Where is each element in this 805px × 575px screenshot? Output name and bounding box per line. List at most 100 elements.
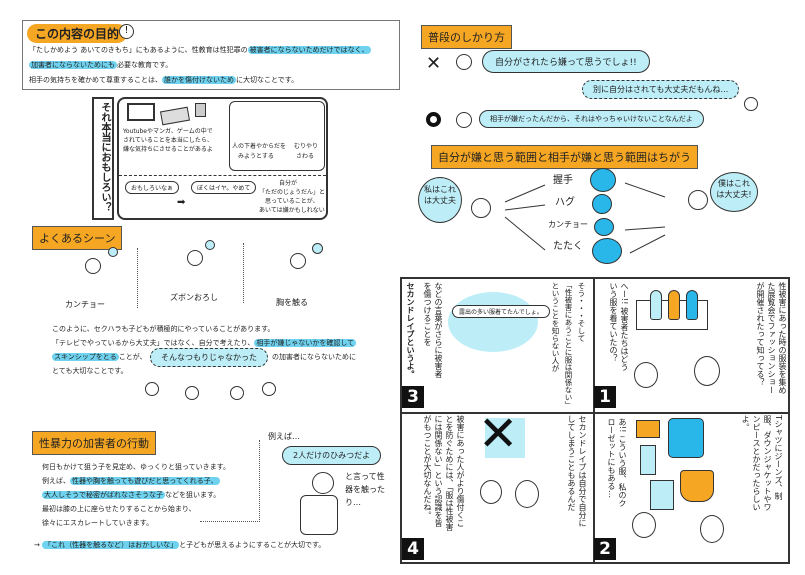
purpose-line3: 相手の気持ちを確かめて尊重することは、誰かを傷付けないために大切なことです。 <box>29 76 299 84</box>
arrow-right-icon: ➡ <box>177 197 186 208</box>
range-item-hit: たたく <box>553 241 583 252</box>
girl-figure <box>471 198 491 218</box>
offender-l4: 最初は膝の上に座らせたりすることから始まり、 <box>42 505 196 513</box>
manga-icon <box>159 106 191 126</box>
inset-text-block: Youtubeやマンガ、ゲームの中で されていることを本当にしたら、 嫌な気持ち… <box>123 127 225 154</box>
offender-l6: → 「これ（性器を触るなど）はおかしいな」と子どもが思えるようにすることが大切で… <box>34 541 326 549</box>
scene-label-2: ズボンおろし <box>170 293 218 302</box>
comic-divider-h <box>402 412 788 414</box>
dress-icon <box>650 290 662 320</box>
exclamation-bubble-icon: ! <box>119 24 134 39</box>
inset-bubble-1: おもしろいなぁ <box>125 181 180 194</box>
boy-figure <box>688 190 708 210</box>
girl-face <box>634 362 658 388</box>
inset-note-2: 「ただのじょうだん」と <box>259 189 326 196</box>
thought-bubble: そんなつもりじゃなかった <box>150 348 268 367</box>
girl-face <box>480 480 502 504</box>
purpose-line1: 「たしかめよう あいてのきもち」にもあるように、性教育は性犯罪の被害者にならない… <box>29 46 371 54</box>
dotted-divider <box>243 243 244 303</box>
chair-icon <box>300 495 338 535</box>
panel3-text-a: セカンドレイプというよ。 <box>406 282 415 378</box>
panel3-scene <box>448 292 538 352</box>
inset-text-1: Youtubeやマンガ、ゲームの中で <box>123 128 213 135</box>
example-label: 例えば… <box>268 432 300 441</box>
wrong-bubble: 自分がされたら嫌って思うでしょ!! <box>482 50 650 73</box>
game-icon <box>195 103 206 117</box>
woman-face <box>700 515 724 543</box>
panel3-text-d: 「性被害にあうことに服は関係ない」 <box>564 281 573 409</box>
scenes-para-4: とても大切なことです。 <box>52 367 128 375</box>
offender-title: 性暴力の加害者の行動 <box>32 431 156 455</box>
panel4-text-b: セカンドレイプは自分で自分にしてしまうこともあるんだ <box>567 415 587 527</box>
inset-scene-box: 人の下着やからだを みようとする むりやり さわる <box>229 101 325 171</box>
inset-note-3: 思っていることが、 <box>265 198 319 205</box>
secret-bubble: 2人だけのひみつだよ <box>282 446 382 465</box>
adult-figure <box>312 472 334 494</box>
exclaim-icon <box>108 247 118 257</box>
dress-icon <box>686 290 698 320</box>
hit-icon <box>592 238 622 264</box>
adult-face <box>456 112 472 128</box>
range-title: 自分が嫌と思う範囲と相手が嫌と思う範囲はちがう <box>431 145 698 169</box>
panel2-text-a: Tシャツにジーンズ、制服、ダウンジャケットやワンピースとかだったらしいよ。 <box>741 415 783 511</box>
child-figure <box>185 386 199 400</box>
inset-text-2: されていることを本当にしたら、 <box>123 137 213 144</box>
right-bubble: 相手が嫌だったんだから、それはやっちゃいけないことなんだよ <box>479 110 704 128</box>
panel1-text-a: 性被害にあった時の服装を集めた展覧会でファッションショーが開催されたって知ってる… <box>756 282 787 394</box>
onepiece-icon <box>680 470 714 502</box>
inset-scene1: 人の下着やからだを <box>232 143 287 150</box>
adult-face <box>456 54 472 70</box>
inset-note-1: 自分が <box>279 180 298 187</box>
panel3-text-e: ということを知らない人が <box>551 282 560 372</box>
comic-divider-v <box>593 279 595 562</box>
tshirt-icon <box>636 420 660 438</box>
scene-label-3: 胸を触る <box>276 298 308 307</box>
cross-icon: ✕ <box>478 406 519 462</box>
scene3-figure <box>290 253 306 269</box>
offender-l3: 大人しそうで秘密がばれなさそうな子などを狙います。 <box>42 491 221 499</box>
child-figure <box>262 382 276 396</box>
right-mark <box>426 112 441 127</box>
scene2-figure <box>187 250 203 266</box>
offender-l1: 何日もかけて狙う子を見定め、ゆっくりと狙っていきます。 <box>42 463 230 471</box>
scolding-title: 普段のしかり方 <box>421 25 512 49</box>
woman-face <box>515 480 539 508</box>
scenes-para-1: このように、セクハラも子どもが積極的にやっていることがあります。 <box>52 325 275 333</box>
inset-side-title-box: それ本当におもしろい？ <box>92 97 114 220</box>
jacket-icon <box>668 418 704 458</box>
wrong-mark: ✕ <box>426 53 442 74</box>
range-item-handshake: 握手 <box>553 175 573 186</box>
woman-face <box>694 356 720 386</box>
exclaim-icon <box>312 243 323 254</box>
hug-icon <box>592 194 612 214</box>
panel-number-3: 3 <box>402 386 424 408</box>
inset-text-3: 嫌な気持ちにさせることがあるよ <box>123 146 213 153</box>
panel-number-4: 4 <box>402 538 424 560</box>
panel4-text-a: 被害にあった人がより傷付くことを防ぐためには、「服は性被害には関係ない」という認… <box>423 415 465 531</box>
offender-l2: 例えば、性器や胸を触っても遊びだと思ってくれる子、 <box>42 477 220 485</box>
inset-scene2b: さわる <box>296 153 315 160</box>
scene1-figure <box>85 258 101 274</box>
child-thought: 別に自分はされても大丈夫だもんね… <box>582 80 740 99</box>
panel3-text-c: そう・・・そして <box>577 282 586 342</box>
panel1-text-b: へー!! 被害者たちはどういう服を着ていたの？ <box>609 282 629 371</box>
dashed-divider <box>119 175 326 176</box>
scenes-title: よくあるシーン <box>32 226 123 250</box>
comic-grid <box>400 277 790 564</box>
range-item-kancho: カンチョー <box>548 220 588 229</box>
child-figure <box>230 386 244 400</box>
scenes-para-3: スキンシップをとることが、 <box>52 353 147 361</box>
panel3-bubble: 露出の多い服着てたんでしょ。 <box>452 305 550 318</box>
dotted-divider <box>137 248 138 308</box>
purpose-line2: 加害者にならないためにも必要な教育です。 <box>29 61 173 69</box>
panel3-text-b: などの言葉がさらに被害者を傷つけることを <box>423 282 443 378</box>
purpose-box: この内容の目的 ! 「たしかめよう あいてのきもち」にもあるように、性教育は性犯… <box>22 20 400 90</box>
inset-panel: Youtubeやマンガ、ゲームの中で されていることを本当にしたら、 嫌な気持ち… <box>117 97 328 220</box>
child-face <box>744 97 758 111</box>
tv-icon <box>127 103 155 121</box>
left-bubble: 私はこれは大丈夫 <box>418 177 462 223</box>
kancho-icon <box>594 218 614 236</box>
inset-bubble-2: ぼくはイヤ。やめて <box>191 181 257 194</box>
purpose-title: この内容の目的 <box>27 24 128 43</box>
scenes-para-2: 「テレビでやっているから大丈夫」ではなく、自分で考えたり、相手が嫌じゃないかを確… <box>52 339 357 347</box>
